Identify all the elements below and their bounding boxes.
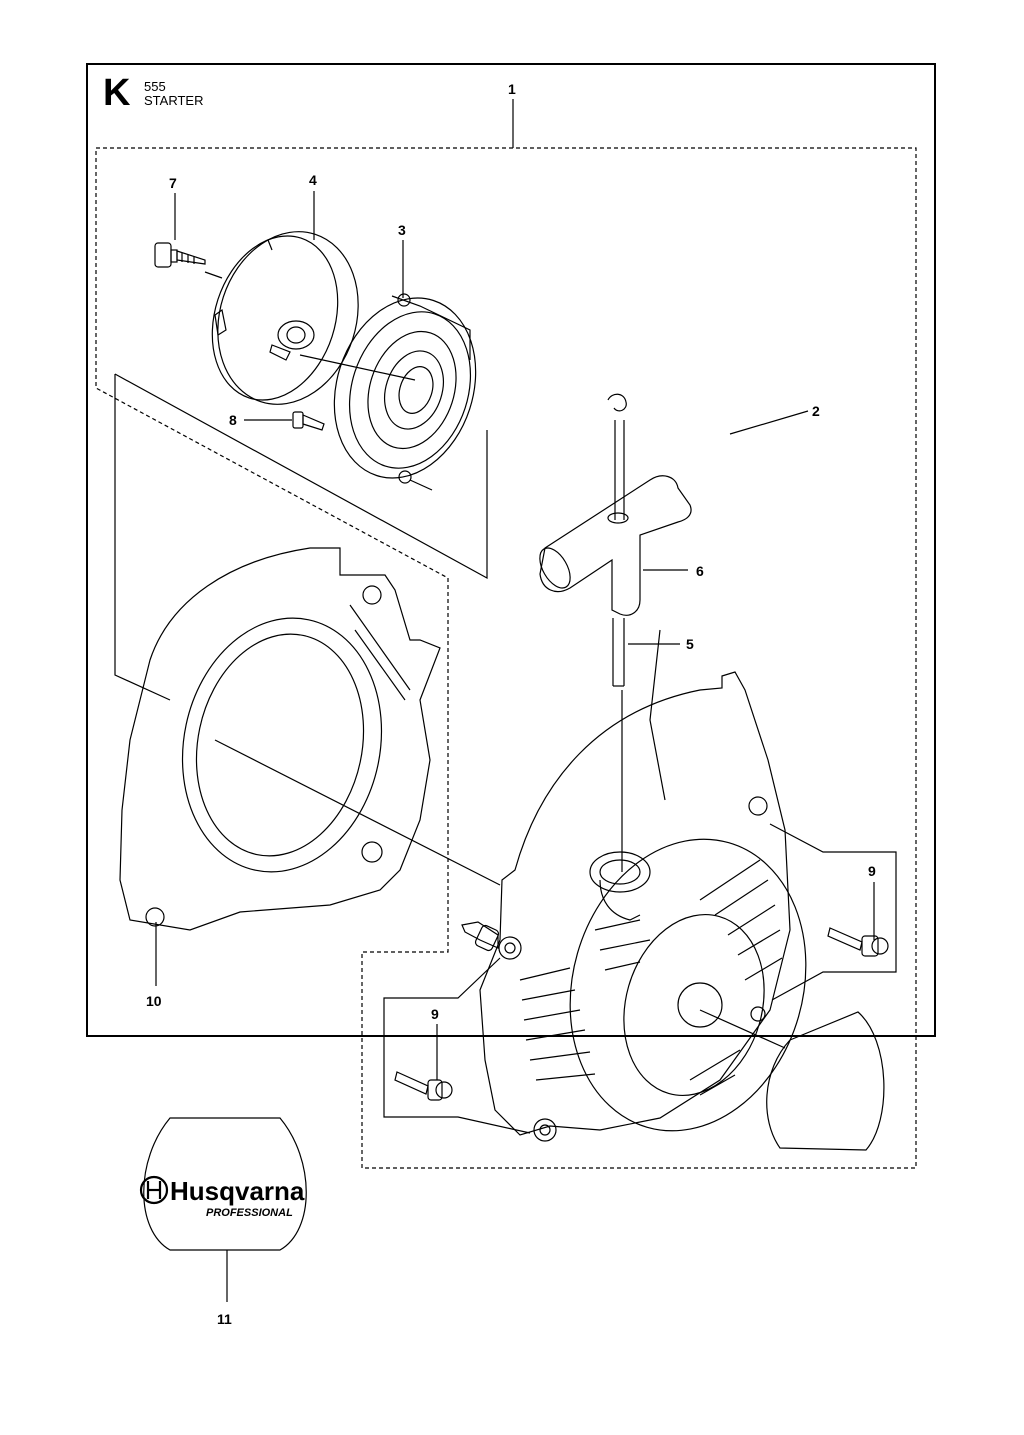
rope-handle-6: [539, 393, 692, 616]
model-number: 555: [144, 79, 166, 94]
callout-10: 10: [146, 993, 162, 1009]
spring-cassette-3: [333, 293, 477, 484]
callout-11: 11: [217, 1311, 232, 1327]
bolt-9-right: [827, 927, 889, 957]
decal-tagline-text: PROFESSIONAL: [206, 1207, 293, 1219]
bolt-7: [154, 242, 206, 268]
bolt-9-left: [394, 1071, 453, 1101]
callout-4: 4: [309, 172, 317, 188]
section-letter: K: [103, 72, 131, 114]
callout-9-left: 9: [431, 1006, 439, 1022]
starter-housing-2: [479, 629, 807, 1142]
decal-brand-text: Husqvarna: [170, 1176, 305, 1206]
diagram-frame: [86, 63, 936, 1037]
fan-housing-10: [119, 547, 441, 931]
husqvarna-logo-icon: [139, 1175, 169, 1205]
bolt-9-upper-left: [461, 921, 500, 952]
pulley-4: [211, 231, 359, 405]
assembly-outlines: [95, 147, 917, 1169]
bracket-cover-top: [114, 373, 488, 580]
decal-11: [143, 1117, 307, 1251]
leader-lines: [155, 99, 897, 1302]
screw-8: [292, 411, 325, 431]
decal-blank: [766, 1011, 885, 1151]
callout-6: 6: [696, 563, 704, 579]
callout-8: 8: [229, 412, 237, 428]
bracket-cover: [114, 374, 171, 701]
callout-9-right: 9: [868, 863, 876, 879]
section-title: STARTER: [144, 93, 204, 108]
callout-5: 5: [686, 636, 694, 652]
callout-2: 2: [812, 403, 820, 419]
callout-7: 7: [169, 175, 177, 191]
callout-3: 3: [398, 222, 406, 238]
callout-1: 1: [508, 81, 516, 97]
rope-5: [612, 618, 625, 687]
